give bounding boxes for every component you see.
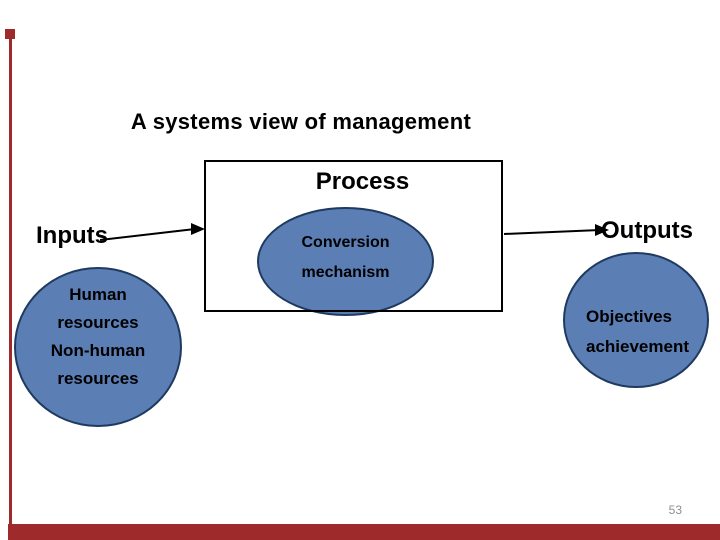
input-arrow [99,223,205,241]
input-resources-ellipse: Human resources Non-human resources [14,267,182,427]
objectives-ellipse: Objectives achievement [563,252,709,388]
conversion-line-2: mechanism [301,264,390,281]
process-box: Process [204,160,503,312]
conversion-line-1: Conversion [301,234,390,251]
input-resources-line-4: resources [57,369,139,388]
output-arrow [503,224,609,236]
left-accent-square [5,29,15,39]
conversion-mechanism-ellipse: Conversion mechanism [257,207,434,316]
input-resources-line-3: Non-human [50,341,146,360]
slide-title: A systems view of management [130,109,472,134]
outputs-label: Outputs [601,217,693,244]
inputs-label: Inputs [36,222,108,249]
input-resources-line-1: Human [69,285,127,304]
left-accent-line [9,39,12,524]
page-number: 53 [668,503,682,517]
input-resources-line-2: resources [57,313,139,332]
bottom-accent-bar [8,524,720,540]
objectives-line-1: Objectives [586,307,672,326]
objectives-line-2: achievement [586,337,689,356]
process-label: Process [315,168,410,195]
